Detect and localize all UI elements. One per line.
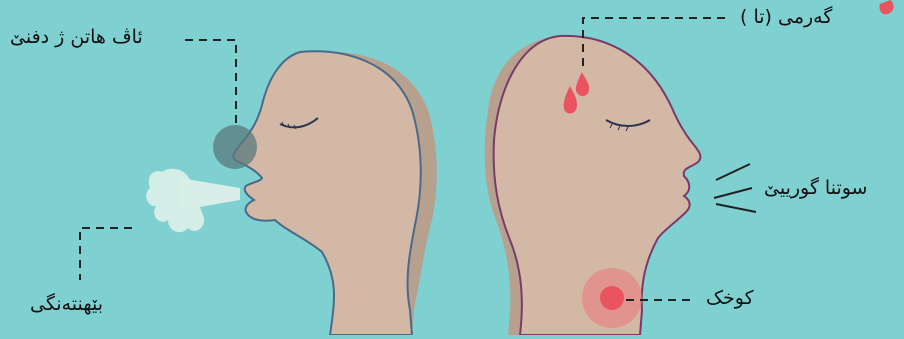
- head-left-icon: [233, 51, 436, 335]
- label-cough: کوخک: [706, 287, 754, 309]
- throat-glow-icon: [582, 268, 642, 328]
- cough-lines-icon: [714, 164, 756, 212]
- corner-drop-icon: [879, 0, 893, 14]
- head-left-face: [233, 51, 420, 335]
- runny-nose-leader: [185, 40, 236, 126]
- sneezing-leader: [80, 228, 132, 280]
- label-sneezing: بێهنتەنگی: [30, 293, 103, 315]
- label-fever: گەرمی (تا ): [740, 6, 832, 28]
- breath-cloud-icon: [146, 169, 240, 232]
- label-sore-throat: سوتنا گورییێ: [764, 177, 867, 199]
- label-runny-nose: ئاڤ هاتن ژ دفنێ: [10, 26, 143, 48]
- nose-marker-icon: [213, 125, 257, 169]
